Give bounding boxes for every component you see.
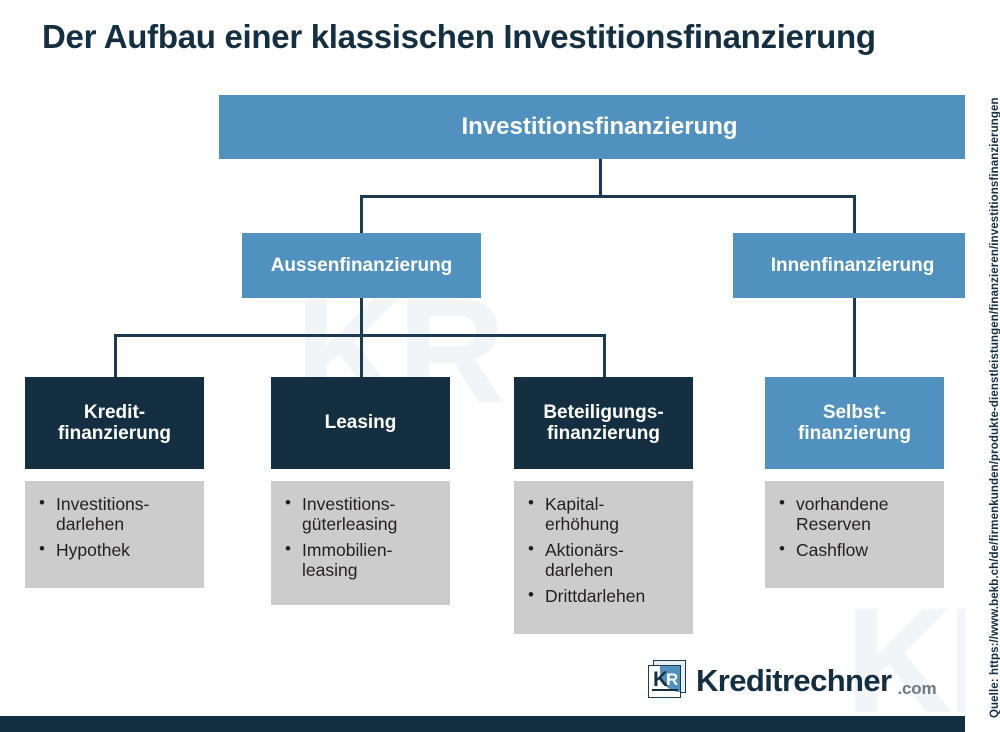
connector-to-innenfinanzierung [853, 195, 856, 235]
connector-aussen-to-level3 [360, 298, 363, 337]
connector-to-kreditfinanzierung [114, 334, 117, 379]
detail-box-leasing: Investitions- güterleasingImmobilien- le… [271, 481, 450, 605]
brand-logo[interactable]: K R Kreditrechner .com [648, 660, 937, 700]
detail-list-item: Investitions- darlehen [39, 493, 194, 535]
kreditrechner-logo-icon: K R [648, 660, 688, 700]
detail-list: Investitions- güterleasingImmobilien- le… [285, 493, 440, 581]
connector-to-beteiligungsfinanzierung [603, 334, 606, 379]
connector-to-aussenfinanzierung [360, 195, 363, 235]
logo-sheet-front: K R [648, 665, 681, 698]
connector-root-to-level2 [599, 159, 602, 198]
logo-letter-k: K [653, 668, 669, 691]
logo-letter-r: R [666, 670, 679, 689]
page-title: Der Aufbau einer klassischen Investition… [42, 18, 876, 55]
detail-list-item: Cashflow [779, 539, 934, 560]
detail-box-beteiligungsfinanzierung: Kapital- erhöhungAktionärs- darlehenDrit… [514, 481, 693, 634]
node-selbstfinanzierung: Selbst- finanzierung [765, 377, 944, 469]
detail-list-item: Kapital- erhöhung [528, 493, 683, 535]
detail-box-kreditfinanzierung: Investitions- darlehenHypothek [25, 481, 204, 588]
node-aussenfinanzierung: Aussenfinanzierung [242, 233, 481, 298]
logo-blue-shape [660, 666, 680, 692]
connector-to-selbstfinanzierung [853, 298, 856, 379]
connector-level2-bus [360, 195, 856, 198]
connector-to-leasing [360, 334, 363, 379]
node-investitionsfinanzierung: Investitionsfinanzierung [219, 95, 980, 159]
node-leasing: Leasing [271, 377, 450, 469]
logo-underline [652, 688, 678, 691]
detail-list-item: Hypothek [39, 539, 194, 560]
node-innenfinanzierung: Innenfinanzierung [733, 233, 972, 298]
detail-list-item: Drittdarlehen [528, 585, 683, 606]
logo-wordmark: Kreditrechner [696, 662, 892, 698]
source-strip: Quelle: https://www.bekb.ch/de/firmenkun… [965, 0, 1000, 732]
node-beteiligungsfinanzierung: Beteiligungs- finanzierung [514, 377, 693, 469]
detail-list-item: Immobilien- leasing [285, 539, 440, 581]
footer-bar [0, 716, 965, 732]
detail-list: vorhandene ReservenCashflow [779, 493, 934, 560]
detail-list-item: vorhandene Reserven [779, 493, 934, 535]
detail-list-item: Aktionärs- darlehen [528, 539, 683, 581]
detail-list: Kapital- erhöhungAktionärs- darlehenDrit… [528, 493, 683, 606]
detail-list-item: Investitions- güterleasing [285, 493, 440, 535]
node-kreditfinanzierung: Kredit- finanzierung [25, 377, 204, 469]
detail-box-selbstfinanzierung: vorhandene ReservenCashflow [765, 481, 944, 588]
source-url-label: Quelle: https://www.bekb.ch/de/firmenkun… [989, 97, 1000, 718]
detail-list: Investitions- darlehenHypothek [39, 493, 194, 560]
logo-tld: .com [897, 679, 937, 698]
